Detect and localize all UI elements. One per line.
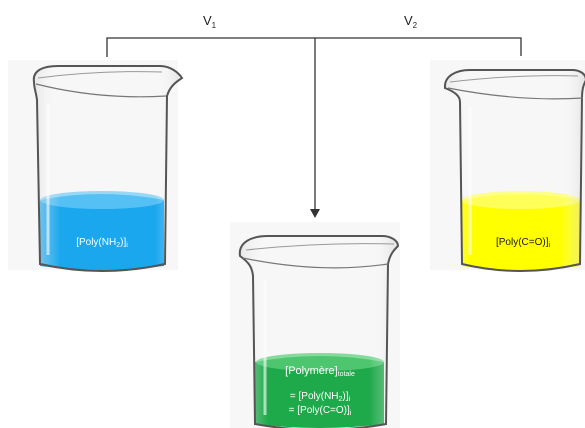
beaker-mixed	[230, 222, 400, 428]
left-branch-line	[106, 37, 315, 57]
arrowhead-icon	[310, 209, 320, 218]
beaker-right-label: [Poly(C=O)]i	[495, 237, 551, 250]
beaker-left-label: [Poly(NH2)]i	[76, 237, 128, 250]
beaker-right	[430, 60, 585, 272]
volume-label-v2: V2	[404, 13, 418, 30]
volume-label-v1: V1	[203, 13, 217, 30]
beaker-mixed-title: [Polymère]totale	[285, 365, 355, 379]
beaker-mixed-line3: = [Poly(C=O)]i	[288, 405, 352, 418]
beaker-left	[8, 60, 184, 272]
connector-lines	[106, 37, 522, 210]
right-branch-line	[315, 37, 522, 56]
beaker-mixed-line2: = [Poly(NH2)]i	[289, 391, 351, 404]
